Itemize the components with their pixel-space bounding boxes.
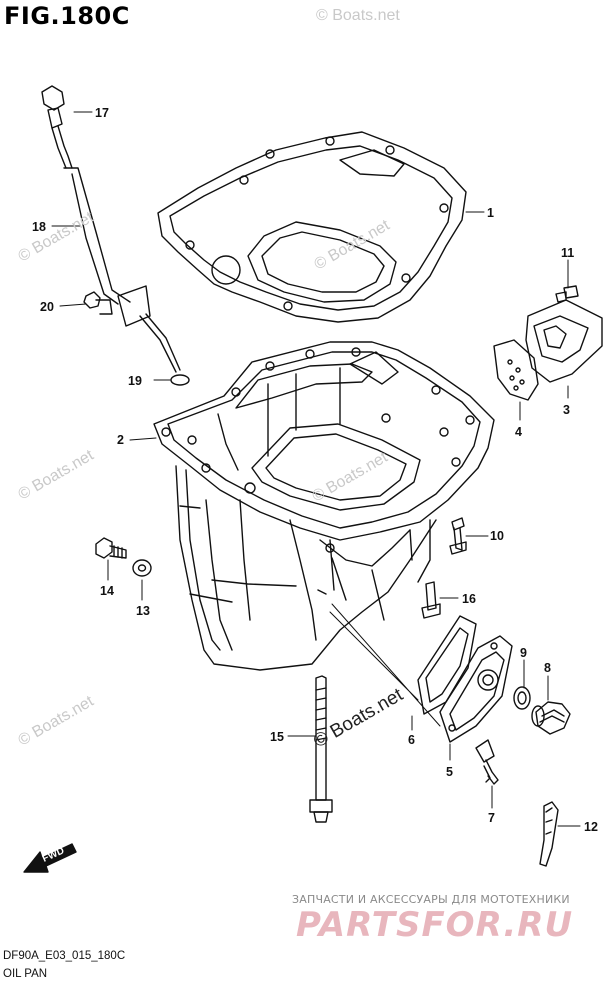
callout-7: 7 <box>488 811 495 825</box>
bolt-11 <box>555 285 579 303</box>
cover-gasket <box>493 339 539 401</box>
callout-6: 6 <box>408 733 415 747</box>
brand-logo: PARTSFOR.RU <box>296 905 574 945</box>
figure-name: OIL PAN <box>3 968 48 980</box>
watermark: © Boats.net <box>310 449 392 506</box>
callout-11: 11 <box>561 246 574 260</box>
figure-title: FIG.180C <box>4 2 130 30</box>
o-ring-9 <box>513 686 531 710</box>
watermark: © Boats.net <box>312 217 394 274</box>
drain-plug <box>531 701 571 735</box>
bolt-10 <box>449 517 467 555</box>
callout-13: 13 <box>136 604 150 618</box>
gasket <box>157 131 467 323</box>
dipstick-tube <box>63 167 181 373</box>
watermark: © Boats.net <box>16 693 98 750</box>
callout-15: 15 <box>270 730 284 744</box>
oil-pan <box>153 341 495 671</box>
washer <box>132 559 152 577</box>
watermark: © Boats.net <box>16 209 98 266</box>
fwd-arrow-icon <box>23 843 77 873</box>
callout-12: 12 <box>584 820 598 834</box>
callout-20: 19 <box>128 374 142 388</box>
callout-19: 20 <box>40 300 54 314</box>
callout-16: 16 <box>462 592 476 606</box>
plate-gasket <box>417 615 477 715</box>
bolt-7 <box>475 739 499 785</box>
callout-8: 8 <box>544 661 551 675</box>
watermark: © Boats.net <box>316 7 400 24</box>
drain-plate <box>439 635 513 743</box>
clip <box>539 801 559 867</box>
callout-14: 14 <box>100 584 114 598</box>
watermark: © Boats.net <box>16 447 98 504</box>
callout-3: 3 <box>563 403 570 417</box>
callout-17: 17 <box>95 106 109 120</box>
callout-9: 9 <box>520 646 527 660</box>
callout-4: 4 <box>515 425 522 439</box>
callout-1: 1 <box>487 206 494 220</box>
long-bolt <box>309 675 333 823</box>
callout-2: 2 <box>117 433 124 447</box>
bolt-14 <box>95 537 127 559</box>
bolt-16 <box>421 581 441 619</box>
bolt-20 <box>83 291 113 315</box>
callout-18: 18 <box>32 220 46 234</box>
dipstick-handle <box>41 85 73 169</box>
figure-code: DF90A_E03_015_180C <box>3 950 126 962</box>
cover <box>525 299 603 383</box>
callout-5: 5 <box>446 765 453 779</box>
banner-text: ЗАПЧАСТИ И АКСЕССУАРЫ ДЛЯ МОТОТЕХНИКИ <box>292 893 570 906</box>
leader-lines <box>51 111 581 827</box>
callout-10: 10 <box>490 529 504 543</box>
o-ring-19 <box>170 374 190 386</box>
